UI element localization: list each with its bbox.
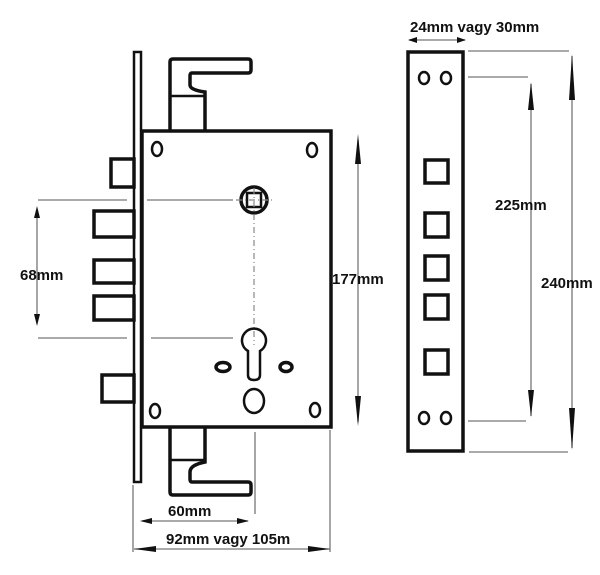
bolt-1 <box>92 209 136 239</box>
faceplate-slot <box>423 254 450 282</box>
faceplate-hole <box>417 70 431 86</box>
faceplate-hole <box>439 70 453 86</box>
label-225mm: 225mm <box>495 197 547 214</box>
screw-hole <box>150 140 164 158</box>
faceplate-slot <box>423 158 450 185</box>
dimension-240mm: 240mm <box>468 50 593 453</box>
round-hole <box>242 387 266 415</box>
lock-case <box>140 129 333 429</box>
label-24mm-or-30mm: 24mm vagy 30mm <box>410 19 539 36</box>
lock-body <box>92 50 333 497</box>
faceplate-hole <box>439 410 453 426</box>
screw-hole <box>308 401 322 419</box>
dimension-24-30mm: 24mm vagy 30mm <box>408 19 539 43</box>
cylinder-screw-hole <box>278 360 294 374</box>
dimension-177mm: 177mm <box>332 134 384 426</box>
bolt-2 <box>92 258 136 285</box>
label-92mm-or-105mm: 92mm vagy 105m <box>166 531 290 548</box>
latch-bottom <box>100 373 136 404</box>
faceplate-slot <box>423 348 450 376</box>
dimension-bottom: 60mm 92mm vagy 105m <box>132 430 331 552</box>
label-68mm: 68mm <box>20 267 63 284</box>
label-177mm: 177mm <box>332 271 384 288</box>
bolt-3 <box>92 294 136 322</box>
cylinder-keyhole <box>240 327 268 382</box>
cylinder-screw-hole <box>214 360 232 374</box>
bottom-hook-bolt <box>168 427 253 497</box>
screw-hole <box>148 402 162 420</box>
dimension-68mm: 68mm <box>20 199 233 339</box>
faceplate-outline <box>406 50 465 453</box>
screw-hole <box>305 141 319 159</box>
dimension-225mm: 225mm <box>468 76 547 422</box>
faceplate-slot <box>423 211 450 239</box>
label-240mm: 240mm <box>541 275 593 292</box>
faceplate-hole <box>417 410 431 426</box>
label-60mm: 60mm <box>168 503 211 520</box>
faceplate-slot <box>423 293 450 321</box>
top-hook-bolt <box>168 57 253 130</box>
latch-top <box>109 157 136 189</box>
faceplate-front <box>406 50 465 453</box>
